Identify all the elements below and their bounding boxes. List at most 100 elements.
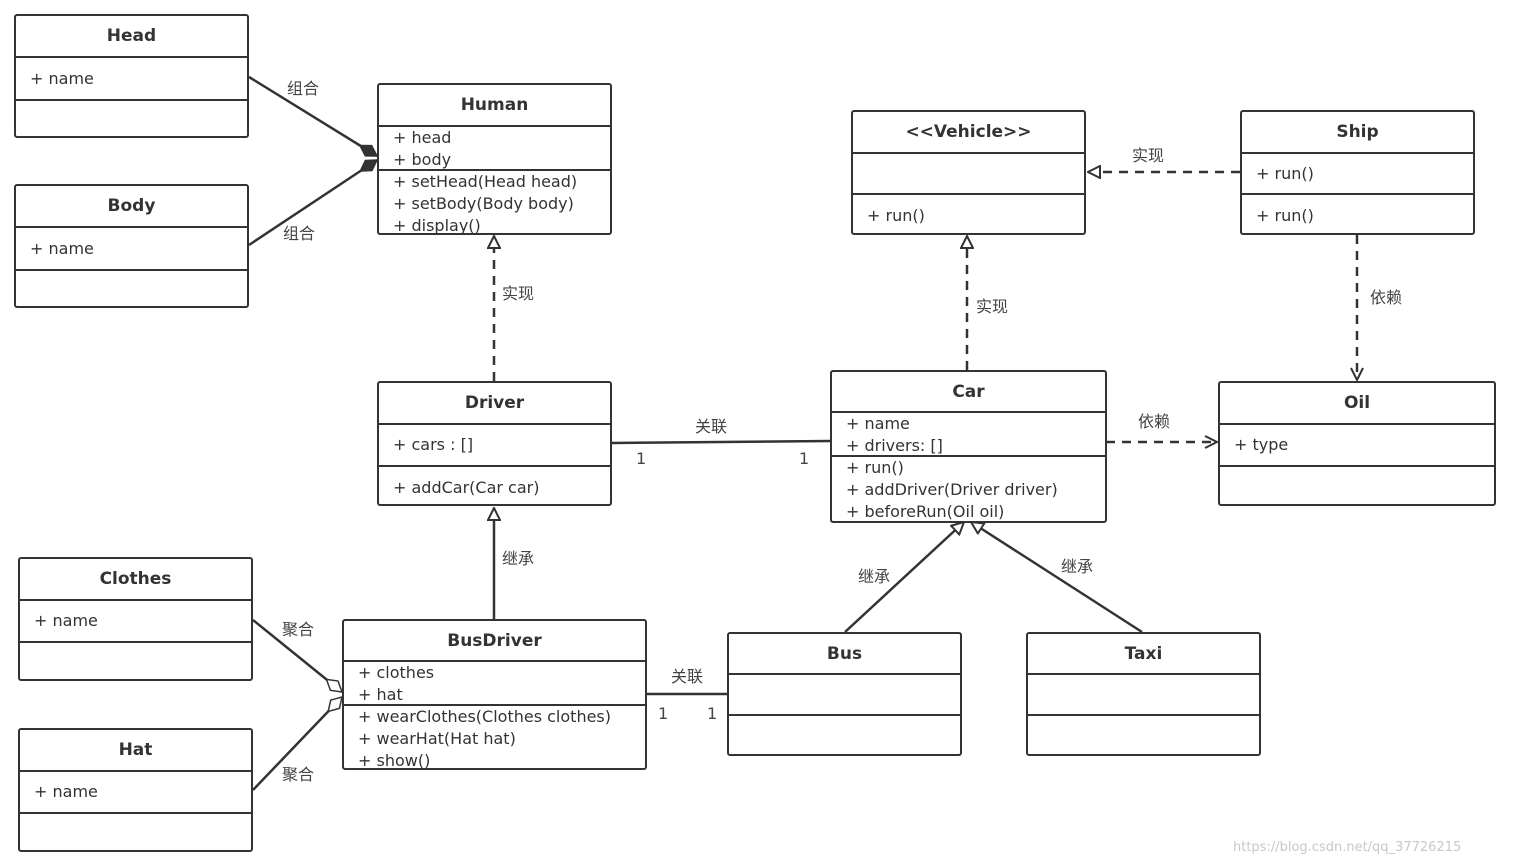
class-busdriver[interactable]: BusDriver+ clothes + hat + wearClothes(Clo… xyxy=(342,619,647,770)
class-ops-taxi xyxy=(1028,716,1259,757)
operation: + show() xyxy=(358,751,431,770)
operation: + run() xyxy=(1256,205,1314,225)
operation: + wearClothes(Clothes clothes) xyxy=(358,707,611,726)
class-attrs-taxi xyxy=(1028,675,1259,716)
taxi-car-inheritance xyxy=(971,522,1143,634)
label-bus-car: 继承 xyxy=(858,567,891,586)
operation: + run() xyxy=(867,205,925,225)
attribute: + run() xyxy=(1256,163,1314,183)
class-driver[interactable]: Driver + cars : [] + addCar(Car car) xyxy=(377,381,612,506)
attribute: + drivers: [] xyxy=(846,436,943,455)
class-ops-bus xyxy=(729,716,960,757)
class-name-driver: Driver xyxy=(379,383,610,425)
class-head[interactable]: Head + name xyxy=(14,14,249,138)
class-ship[interactable]: Ship + run() + run() xyxy=(1240,110,1475,235)
attribute: + body xyxy=(393,150,452,169)
label-taxi-car: 继承 xyxy=(1061,557,1094,576)
class-attrs-clothes: + name xyxy=(20,601,251,643)
class-name-clothes: Clothes xyxy=(20,559,251,601)
label-car-oil: 依赖 xyxy=(1138,412,1171,431)
class-attrs-human: + head + body xyxy=(379,127,610,171)
operation: + beforeRun(Oil oil) xyxy=(846,502,1005,521)
label-ship-oil: 依赖 xyxy=(1370,288,1403,307)
multiplicity-busdriver: 1 xyxy=(658,704,669,723)
operation: + display() xyxy=(393,216,481,235)
class-taxi[interactable]: Taxi xyxy=(1026,632,1261,756)
clothes-busdriver-aggregation xyxy=(252,619,342,693)
multiplicity-car: 1 xyxy=(799,449,810,468)
class-attrs-busdriver: + clothes + hat xyxy=(344,662,645,706)
label-busdriver-driver: 继承 xyxy=(502,549,535,568)
class-vehicle[interactable]: <<Vehicle>> + run() xyxy=(851,110,1086,235)
class-name-bus: Bus xyxy=(729,634,960,675)
class-attrs-bus xyxy=(729,675,960,716)
class-attrs-head: + name xyxy=(16,58,247,101)
class-hat[interactable]: Hat + name xyxy=(18,728,253,852)
class-ops-ship: + run() xyxy=(1242,195,1473,236)
attribute: + name xyxy=(30,238,94,258)
bus-car-inheritance xyxy=(844,522,964,633)
class-name-head: Head xyxy=(16,16,247,58)
attribute: + name xyxy=(34,782,98,801)
class-attrs-vehicle xyxy=(853,154,1084,195)
class-oil[interactable]: Oil + type xyxy=(1218,381,1496,506)
class-name-car: Car xyxy=(832,372,1105,413)
operation: + setBody(Body body) xyxy=(393,194,574,213)
class-name-vehicle: <<Vehicle>> xyxy=(853,112,1084,154)
label-body-human: 组合 xyxy=(283,224,316,243)
label-hat-busdriver: 聚合 xyxy=(282,765,315,784)
class-ops-head xyxy=(16,101,247,142)
class-name-human: Human xyxy=(379,85,610,127)
class-ops-hat xyxy=(20,814,251,855)
class-ops-oil xyxy=(1220,467,1494,508)
attribute: + cars : [] xyxy=(393,435,474,454)
operation: + addDriver(Driver driver) xyxy=(846,480,1058,499)
class-ops-driver: + addCar(Car car) xyxy=(379,467,610,509)
class-body[interactable]: Body + name xyxy=(14,184,249,308)
label-car-vehicle: 实现 xyxy=(976,297,1009,316)
class-ops-body xyxy=(16,271,247,312)
class-ops-clothes xyxy=(20,643,251,684)
class-human[interactable]: Human+ head+ body+ setHead(Head head)+ s… xyxy=(377,83,612,235)
operation: + setHead(Head head) xyxy=(393,172,578,191)
operation: + addCar(Car car) xyxy=(393,478,540,497)
multiplicity-driver: 1 xyxy=(636,449,647,468)
class-ops-human: + setHead(Head head) + setBody(Body body)… xyxy=(379,171,610,237)
attribute: + head xyxy=(393,128,452,147)
class-ops-busdriver: + wearClothes(Clothes clothes)+ wearHat(… xyxy=(344,706,645,772)
class-bus[interactable]: Bus xyxy=(727,632,962,756)
hat-busdriver-aggregation xyxy=(252,697,342,791)
label-busdriver-bus: 关联 xyxy=(671,667,704,686)
class-name-hat: Hat xyxy=(20,730,251,772)
attribute: + type xyxy=(1234,435,1289,454)
class-attrs-car: + name + drivers: [] xyxy=(832,413,1105,457)
label-driver-car: 关联 xyxy=(695,417,728,436)
label-driver-human: 实现 xyxy=(502,284,535,303)
head-human-composition xyxy=(248,75,377,158)
class-name-oil: Oil xyxy=(1220,383,1494,425)
label-clothes-busdriver: 聚合 xyxy=(282,620,315,639)
class-attrs-ship: + run() xyxy=(1242,154,1473,195)
class-name-taxi: Taxi xyxy=(1028,634,1259,675)
class-name-busdriver: BusDriver xyxy=(344,621,645,662)
class-ops-vehicle: + run() xyxy=(853,195,1084,236)
class-name-ship: Ship xyxy=(1242,112,1473,154)
class-attrs-hat: + name xyxy=(20,772,251,814)
class-car[interactable]: Car+ name + drivers: [] + run()+ addDriver… xyxy=(830,370,1107,523)
watermark: https://blog.csdn.net/qq_37726215 xyxy=(1233,840,1462,855)
attribute: + name xyxy=(34,611,98,630)
label-head-human: 组合 xyxy=(287,79,320,98)
attribute: + name xyxy=(30,68,94,88)
driver-car-association xyxy=(610,439,831,445)
label-ship-vehicle: 实现 xyxy=(1132,146,1165,165)
attribute: + name xyxy=(846,414,910,433)
class-ops-car: + run()+ addDriver(Driver driver)+ befor… xyxy=(832,457,1105,523)
class-clothes[interactable]: Clothes + name xyxy=(18,557,253,681)
attribute: + hat xyxy=(358,685,403,704)
multiplicity-bus: 1 xyxy=(707,704,718,723)
class-name-body: Body xyxy=(16,186,247,228)
class-attrs-body: + name xyxy=(16,228,247,271)
attribute: + clothes xyxy=(358,663,435,682)
class-attrs-driver: + cars : [] xyxy=(379,425,610,467)
